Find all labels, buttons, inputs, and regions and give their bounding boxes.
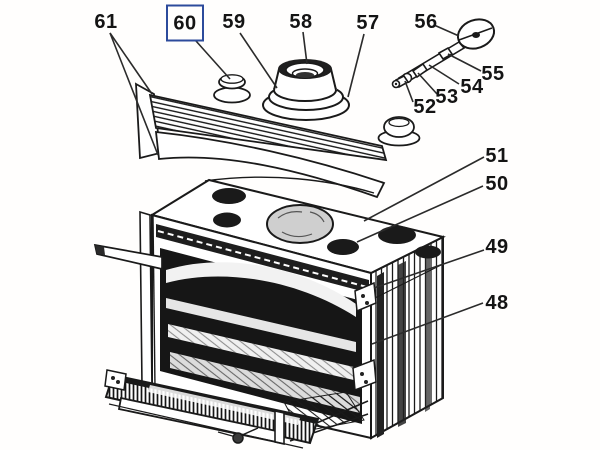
part-label-56[interactable]: 56	[414, 11, 438, 33]
part-label-58[interactable]: 58	[289, 11, 313, 33]
part-label-59[interactable]: 59	[222, 11, 246, 33]
oven-body-drawing	[93, 178, 446, 440]
leader-line-51	[363, 156, 485, 222]
rubber-grommet-drawing	[377, 116, 421, 147]
leader-line-57	[347, 33, 365, 98]
leader-line-60	[195, 40, 231, 80]
part-label-55[interactable]: 55	[481, 63, 505, 85]
part-label-57[interactable]: 57	[356, 12, 380, 34]
control-knob-grommet-drawing	[213, 74, 251, 104]
leader-line-58	[302, 31, 308, 65]
part-label-54[interactable]: 54	[460, 76, 484, 98]
leader-line-59	[239, 32, 278, 89]
thermostat-probe-drawing	[391, 18, 496, 89]
leader-line-48	[371, 302, 484, 345]
leader-line-50	[356, 185, 484, 243]
leader-line-55	[447, 53, 482, 72]
leader-line-52	[404, 80, 414, 103]
leader-line-56	[433, 24, 460, 37]
part-label-52[interactable]: 52	[413, 96, 437, 118]
part-label-60[interactable]: 60	[166, 4, 204, 42]
backsplash-drawing	[135, 82, 388, 199]
part-label-51[interactable]: 51	[485, 145, 509, 167]
part-label-48[interactable]: 48	[485, 292, 509, 314]
part-label-50[interactable]: 50	[485, 173, 509, 195]
leader-line-49	[373, 249, 485, 289]
leader-line-61	[109, 32, 153, 95]
part-label-49[interactable]: 49	[485, 236, 509, 258]
leader-line-53	[417, 72, 438, 95]
leader-line-61	[109, 32, 159, 156]
leader-line-54	[428, 64, 460, 85]
burner-ring-drawing	[262, 59, 350, 121]
part-label-61[interactable]: 61	[94, 11, 118, 33]
oven-door-drawing	[104, 369, 369, 449]
part-label-53[interactable]: 53	[435, 86, 459, 108]
